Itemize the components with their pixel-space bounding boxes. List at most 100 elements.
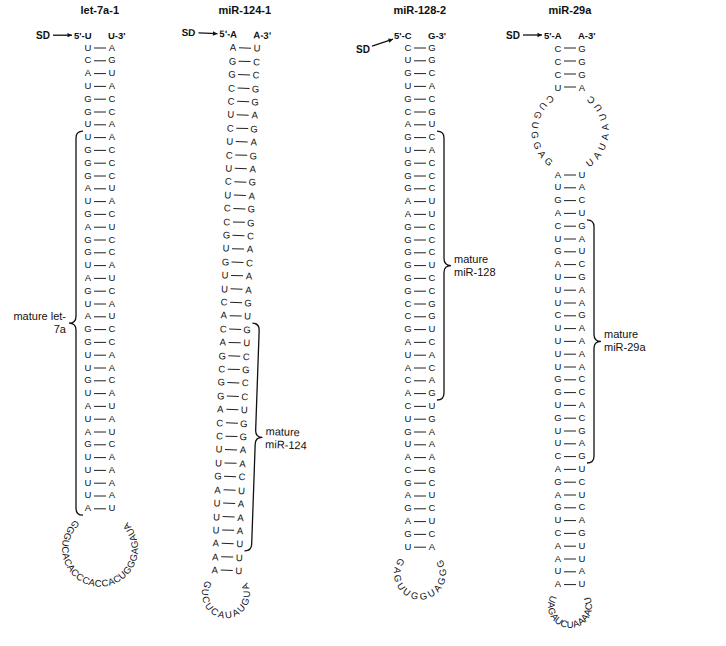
base-pair-dash xyxy=(414,124,426,125)
base-pair-dash xyxy=(232,235,244,236)
hairpin: GAGUUGGUAGGGCUGUGCAGUGGGAAGGGGGGCCGAUACA… xyxy=(360,0,480,646)
mature-label: mature miR-29a xyxy=(604,328,662,354)
hairpin-title: miR-128-2 xyxy=(394,4,447,16)
base-pair-dash xyxy=(94,380,106,381)
base-pair-dash xyxy=(564,392,576,393)
base-pair-dash xyxy=(226,422,238,423)
base-pair-dash xyxy=(94,214,106,215)
base-pair-dash xyxy=(94,342,106,343)
mature-bracket xyxy=(437,131,451,400)
base-pair-dash xyxy=(564,571,576,572)
base-pair-dash xyxy=(564,303,576,304)
base-pair-dash xyxy=(223,516,235,517)
hairpin-title: miR-29a xyxy=(549,4,592,16)
base-pair-dash xyxy=(414,457,426,458)
base-pair-dash xyxy=(225,449,237,450)
base-pair-dash xyxy=(414,291,426,292)
base-pair-dash xyxy=(236,141,248,142)
base-pair-dash xyxy=(564,367,576,368)
base-pair-dash xyxy=(233,221,245,222)
three-prime-end: G-3' xyxy=(428,30,446,41)
base-pair-dash xyxy=(414,265,426,266)
terminal-loop: GGGUCACACCCACCACUGGGAGAUA xyxy=(60,519,139,589)
rna-strand: GGGA xyxy=(577,42,587,94)
base-pair-dash xyxy=(94,483,106,484)
base-pair-dash xyxy=(414,355,426,356)
base-pair-dash xyxy=(228,355,240,356)
base-pair-dash xyxy=(564,469,576,470)
base-pair-dash xyxy=(564,533,576,534)
base-pair-dash xyxy=(94,240,106,241)
hairpin-drawing: CUGUGGAGUAUAAUUCUAGAUCUAAAACU xyxy=(510,0,630,646)
base-pair-dash xyxy=(94,252,106,253)
base-pair-dash xyxy=(236,128,248,129)
base-pair-dash xyxy=(564,520,576,521)
base-pair-dash xyxy=(94,432,106,433)
sd-arrowhead xyxy=(67,33,72,37)
sd-label: SD xyxy=(506,30,520,41)
base-pair-dash xyxy=(233,208,245,209)
base-pair-dash xyxy=(94,201,106,202)
base-pair-dash xyxy=(227,395,239,396)
base-pair-dash xyxy=(414,252,426,253)
base-pair-dash xyxy=(564,48,576,49)
base-pair-dash xyxy=(94,163,106,164)
terminal-loop: GUCUCAUAUGUA xyxy=(199,579,252,621)
base-pair-dash xyxy=(414,137,426,138)
base-pair-dash xyxy=(564,584,576,585)
base-pair-dash xyxy=(94,419,106,420)
rna-strand: UCCGGAGAGAGAGGCACAAGUGUCGCCUGGAACUAAAUUU xyxy=(234,42,262,578)
base-pair-dash xyxy=(414,227,426,228)
base-pair-dash xyxy=(226,409,238,410)
base-pair-dash xyxy=(234,181,246,182)
base-pair-dash xyxy=(94,470,106,471)
base-pair-dash xyxy=(564,405,576,406)
base-pair-dash xyxy=(94,329,106,330)
internal-loop: UAUAAUUC xyxy=(583,94,610,169)
base-pair-dash xyxy=(564,277,576,278)
sd-label: SD xyxy=(356,44,370,55)
base-pair-dash xyxy=(564,379,576,380)
base-pair-dash xyxy=(414,201,426,202)
hairpin-drawing: GAGUUGGUAGGG xyxy=(360,0,480,646)
hairpin-title: miR-124-1 xyxy=(219,4,272,16)
base-pair-dash xyxy=(94,316,106,317)
base-pair-dash xyxy=(564,456,576,457)
base-pair-dash xyxy=(414,432,426,433)
base-pair-dash xyxy=(94,444,106,445)
base-pair-dash xyxy=(232,248,244,249)
base-pair-dash xyxy=(94,48,106,49)
base-pair-dash xyxy=(414,483,426,484)
base-pair-dash xyxy=(414,304,426,305)
base-pair-dash xyxy=(237,114,249,115)
base-pair-dash xyxy=(228,369,240,370)
base-pair-dash xyxy=(94,457,106,458)
rna-strand: AGGCCUCUCUCUCCGUGUUCACAGCGGACCUUGAUUUAAA xyxy=(210,41,238,577)
rna-strand: AGUACCAACCCUACUCCAUCAUCCAACAUAUCAAAAU xyxy=(107,42,117,515)
base-pair-dash xyxy=(94,508,106,509)
rna-strand: UCAUGGUUGGGAUGAGGUAGUAGGUUGUAUAGUUUUA xyxy=(83,42,93,515)
base-pair-dash xyxy=(94,137,106,138)
base-pair-dash xyxy=(564,200,576,201)
base-pair-dash xyxy=(564,213,576,214)
base-pair-dash xyxy=(231,288,243,289)
five-prime-end: 5'-C xyxy=(394,30,412,41)
base-pair-dash xyxy=(414,368,426,369)
base-pair-dash xyxy=(564,418,576,419)
base-pair-dash xyxy=(94,227,106,228)
hairpin: GGGUCACACCCACCACUGGGAGAUA UCAUGGUUGGGAUGA… xyxy=(40,0,160,646)
base-pair-dash xyxy=(94,150,106,151)
mature-label: mature miR-128 xyxy=(454,253,512,279)
base-pair-dash xyxy=(221,570,233,571)
base-pair-dash xyxy=(414,150,426,151)
base-pair-dash xyxy=(564,264,576,265)
base-pair-dash xyxy=(414,393,426,394)
base-pair-dash xyxy=(414,496,426,497)
base-pair-dash xyxy=(564,251,576,252)
terminal-loop: GAGUUGGUAGGG xyxy=(392,557,447,602)
base-pair-dash xyxy=(225,436,237,437)
base-pair-dash xyxy=(414,547,426,548)
base-pair-dash xyxy=(94,124,106,125)
sd-label: SD xyxy=(181,27,195,38)
five-prime-end: 5'-U xyxy=(74,30,92,41)
